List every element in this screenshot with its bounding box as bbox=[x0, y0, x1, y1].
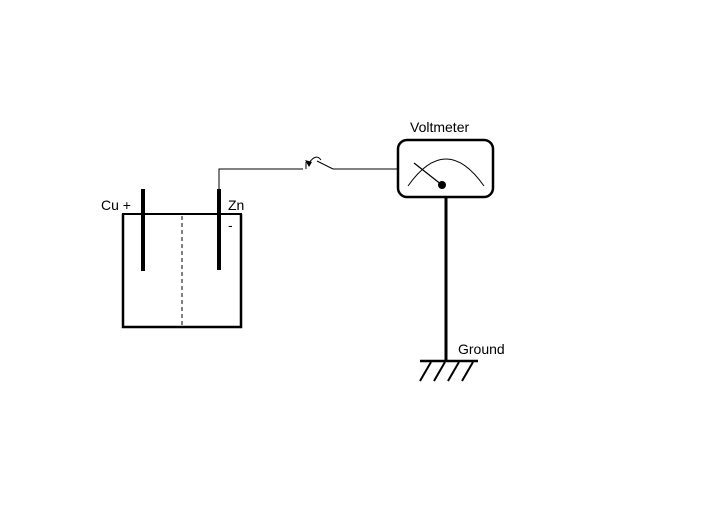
voltmeter-label: Voltmeter bbox=[410, 119, 469, 135]
zinc-negative-sign: - bbox=[228, 217, 233, 233]
zinc-label: Zn bbox=[228, 197, 244, 213]
voltmeter-icon bbox=[396, 138, 495, 199]
cell-container bbox=[121, 214, 243, 329]
switch-icon bbox=[305, 156, 334, 170]
voltmeter-body bbox=[396, 138, 495, 199]
wire-zn-to-switch bbox=[218, 168, 303, 190]
ground-label: Ground bbox=[458, 341, 505, 357]
electrochemical-cell bbox=[121, 189, 243, 329]
voltmeter-scale bbox=[407, 158, 485, 187]
voltmeter-pivot bbox=[438, 181, 446, 189]
voltmeter-needle bbox=[413, 162, 443, 186]
copper-label: Cu + bbox=[101, 197, 131, 213]
ground-icon bbox=[419, 359, 478, 382]
